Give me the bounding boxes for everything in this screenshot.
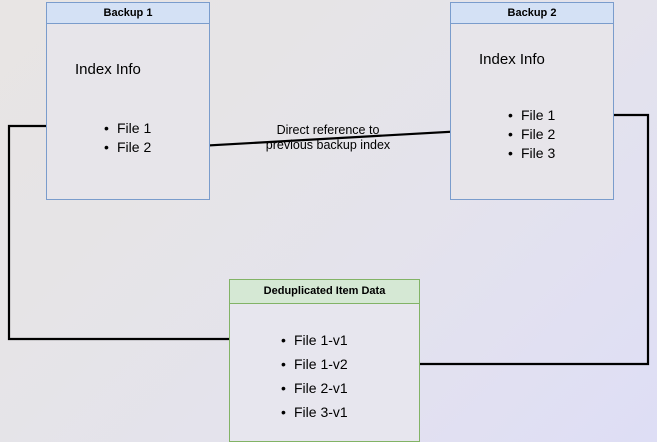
deduplicated-item-data-box[interactable]: Deduplicated Item Data File 1-v1 File 1-…	[229, 279, 420, 442]
direct-reference-line2: previous backup index	[265, 138, 391, 152]
list-item[interactable]: File 1-v1	[281, 328, 348, 352]
list-item[interactable]: File 1	[508, 106, 555, 125]
backup1-index-info-label: Index Info	[75, 61, 141, 78]
backup2-file-list: File 1 File 2 File 3	[503, 106, 555, 163]
list-item[interactable]: File 2-v1	[281, 376, 348, 400]
dedup-file-list: File 1-v1 File 1-v2 File 2-v1 File 3-v1	[276, 328, 348, 424]
backup2-header: Backup 2	[451, 3, 613, 24]
direct-reference-line1: Direct reference to	[276, 123, 380, 137]
list-item[interactable]: File 3-v1	[281, 400, 348, 424]
list-item[interactable]: File 2	[104, 138, 151, 157]
direct-reference-annotation: Direct reference to previous backup inde…	[248, 123, 408, 153]
list-item[interactable]: File 3	[508, 144, 555, 163]
list-item[interactable]: File 1	[104, 119, 151, 138]
list-item[interactable]: File 2	[508, 125, 555, 144]
backup1-header: Backup 1	[47, 3, 209, 24]
backup2-box[interactable]: Backup 2 Index Info File 1 File 2 File 3	[450, 2, 614, 200]
backup1-box[interactable]: Backup 1 Index Info File 1 File 2	[46, 2, 210, 200]
list-item[interactable]: File 1-v2	[281, 352, 348, 376]
backup2-index-info-label: Index Info	[479, 51, 545, 68]
dedup-header: Deduplicated Item Data	[230, 280, 419, 304]
backup1-file-list: File 1 File 2	[99, 119, 151, 157]
